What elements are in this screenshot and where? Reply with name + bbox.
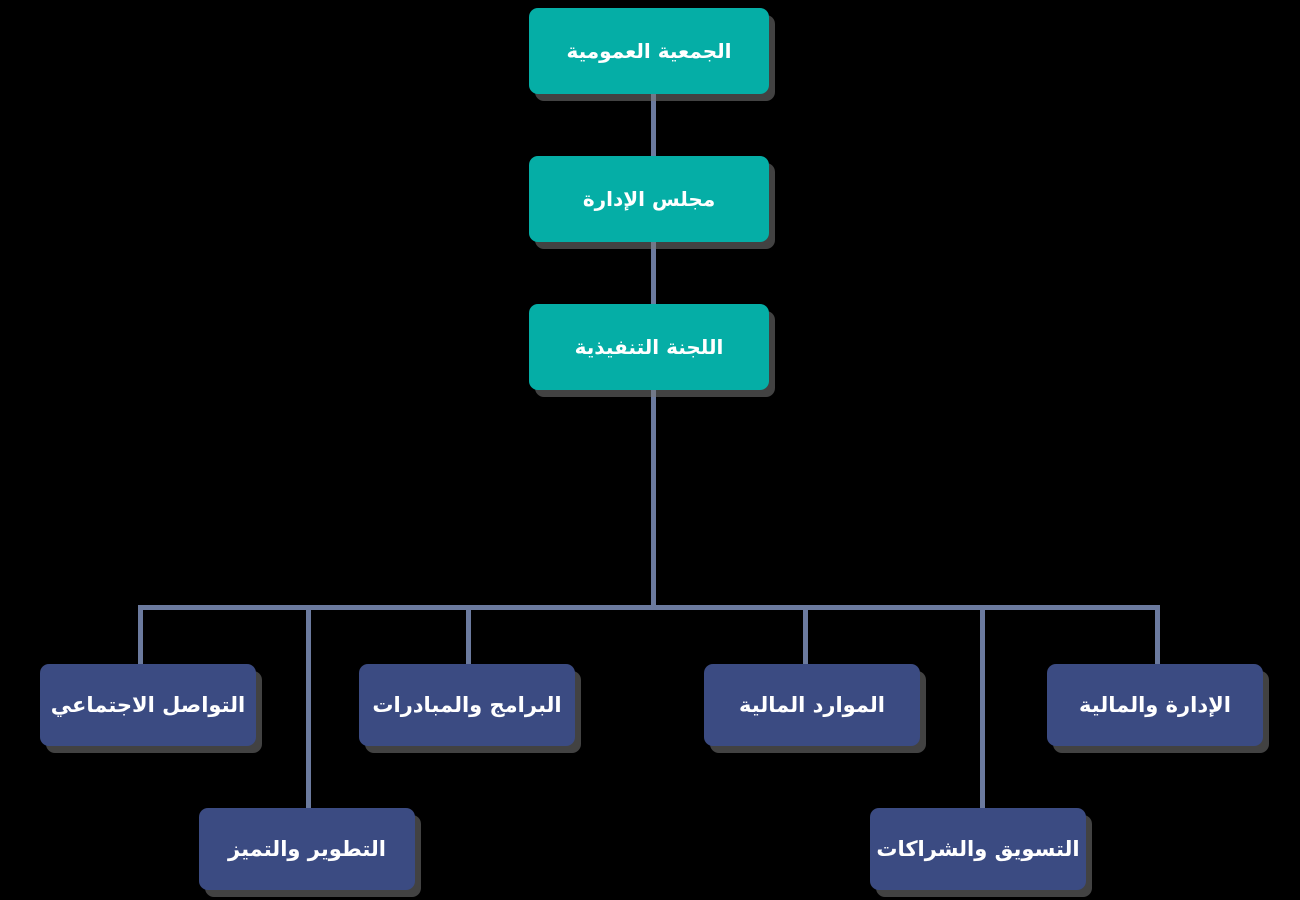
connector-horizontal-bus [138, 605, 1160, 610]
node-board-of-directors-label: مجلس الإدارة [582, 186, 716, 211]
node-administration-finance-label: الإدارة والمالية [1079, 692, 1231, 717]
node-social-communication-label: التواصل الاجتماعي [50, 692, 246, 717]
node-executive-committee-label: اللجنة التنفيذية [574, 334, 724, 359]
node-marketing-partnerships[interactable]: التسويق والشراكات [870, 808, 1086, 890]
node-programs-initiatives[interactable]: البرامج والمبادرات [359, 664, 575, 746]
node-financial-resources-label: الموارد المالية [739, 692, 885, 717]
node-development-excellence-label: التطوير والتميز [228, 836, 386, 861]
node-marketing-partnerships-label: التسويق والشراكات [876, 836, 1080, 861]
connector-drop-financial-resources [803, 605, 808, 665]
connector-drop-development-excellence [306, 605, 311, 810]
node-general-assembly-label: الجمعية العمومية [566, 38, 732, 63]
connector-executive-to-bus [651, 388, 656, 610]
connector-assembly-to-board [651, 92, 656, 157]
connector-drop-social-communication [138, 605, 143, 665]
node-development-excellence[interactable]: التطوير والتميز [199, 808, 415, 890]
connector-board-to-executive [651, 240, 656, 305]
connector-drop-marketing-partnerships [980, 605, 985, 810]
node-financial-resources[interactable]: الموارد المالية [704, 664, 920, 746]
node-board-of-directors[interactable]: مجلس الإدارة [529, 156, 769, 242]
node-programs-initiatives-label: البرامج والمبادرات [372, 692, 562, 717]
connector-drop-programs-initiatives [466, 605, 471, 665]
node-administration-finance[interactable]: الإدارة والمالية [1047, 664, 1263, 746]
node-general-assembly[interactable]: الجمعية العمومية [529, 8, 769, 94]
connector-drop-administration-finance [1155, 605, 1160, 665]
node-social-communication[interactable]: التواصل الاجتماعي [40, 664, 256, 746]
node-executive-committee[interactable]: اللجنة التنفيذية [529, 304, 769, 390]
